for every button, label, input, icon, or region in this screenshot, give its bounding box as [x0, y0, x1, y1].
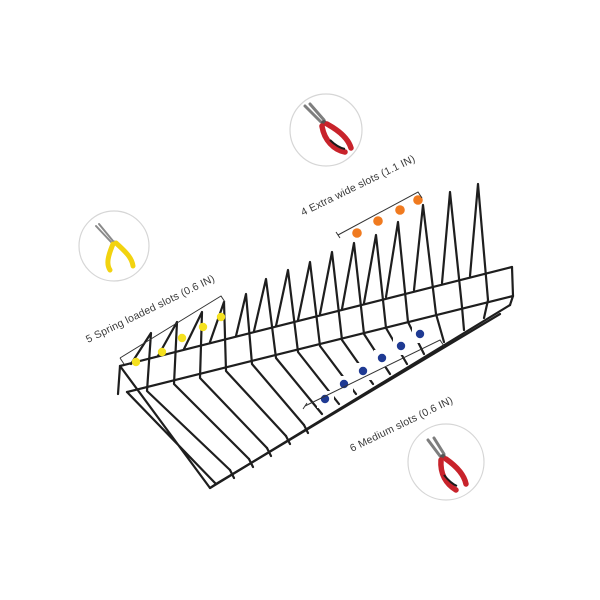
rack-left-end	[116, 364, 218, 490]
rack-divider	[412, 203, 446, 344]
rack-divider	[440, 190, 466, 332]
rack-front-stem	[228, 423, 310, 480]
red-diagonal-pliers-icon	[407, 423, 485, 501]
rack-divider	[468, 182, 490, 320]
wire-rack	[116, 182, 515, 490]
yellow-needle-nose-pliers-icon	[78, 210, 150, 282]
medium-markers	[317, 326, 429, 408]
rack-divider	[252, 277, 324, 416]
yellow-dot	[157, 347, 167, 357]
rack-right-end	[508, 265, 515, 307]
red-combination-pliers-icon	[289, 93, 363, 167]
orange-dot	[352, 228, 362, 238]
blue-dot	[377, 353, 387, 363]
rack-divider	[208, 300, 288, 438]
rack-divider	[182, 310, 269, 450]
rack-divider	[156, 320, 251, 461]
extra-wide-markers	[352, 195, 423, 238]
orange-dot	[373, 216, 383, 226]
rack-divider	[296, 260, 358, 396]
yellow-dot	[198, 322, 208, 332]
yellow-dot	[216, 312, 226, 322]
medium-bracket	[302, 339, 445, 410]
rack-bottom-rail-inner	[214, 312, 502, 486]
rack-divider	[274, 268, 341, 406]
orange-dot	[395, 205, 405, 215]
rack-divider	[318, 250, 375, 386]
blue-dot	[415, 329, 425, 339]
yellow-dot	[177, 333, 187, 343]
spring-loaded-markers	[131, 312, 226, 367]
rack-divider	[234, 292, 306, 427]
orange-dot	[413, 195, 423, 205]
spring-loaded-bracket	[119, 295, 226, 365]
yellow-dot	[131, 357, 141, 367]
blue-dot	[358, 366, 368, 376]
rack-divider	[129, 331, 232, 472]
callout-brackets	[119, 191, 445, 410]
blue-dot	[396, 341, 406, 351]
extra-wide-bracket	[335, 191, 423, 239]
